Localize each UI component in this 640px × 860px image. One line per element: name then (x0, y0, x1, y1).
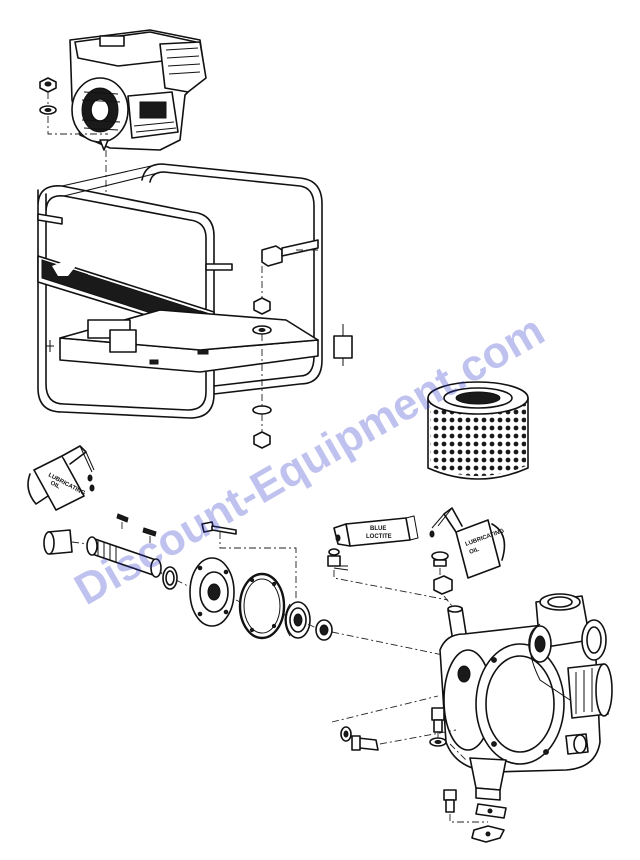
blue-loctite-tube: BLUE LOCTITE (333, 515, 419, 547)
stand-washer (429, 737, 447, 747)
can-right-label-line2: OIL (469, 547, 481, 556)
foot-plate (471, 803, 507, 843)
vent-cap (431, 551, 449, 567)
gasket (238, 572, 286, 640)
shaft-sleeve (43, 529, 73, 555)
frame (37, 163, 323, 419)
fitting-nut (433, 575, 453, 595)
lubricating-oil-can-left: LUBRICATING OIL (27, 445, 95, 511)
shaft-keys (116, 513, 157, 537)
lubricating-oil-can-right: LUBRICATING OIL (429, 507, 505, 579)
cover-bolt (327, 548, 349, 571)
tube-label-line1: BLUE (370, 526, 386, 532)
adapter-bolt (201, 521, 237, 535)
stand-bolt (431, 707, 445, 733)
shaft-oring (162, 566, 178, 590)
adapter-plate (189, 557, 235, 627)
foot-bolt (443, 789, 457, 813)
engine-mount-hardware (39, 77, 57, 115)
seal-assembly (284, 601, 311, 639)
impeller-washer (315, 619, 333, 641)
pump-housing (439, 593, 613, 801)
tube-label-line2: LOCTITE (366, 534, 392, 540)
air-filter-element (427, 381, 529, 480)
frame-hardware (252, 239, 353, 449)
drain-plug (340, 726, 379, 751)
engine (69, 29, 207, 151)
pump-shaft (86, 536, 162, 578)
can-left-label-line2: OIL (49, 480, 61, 490)
